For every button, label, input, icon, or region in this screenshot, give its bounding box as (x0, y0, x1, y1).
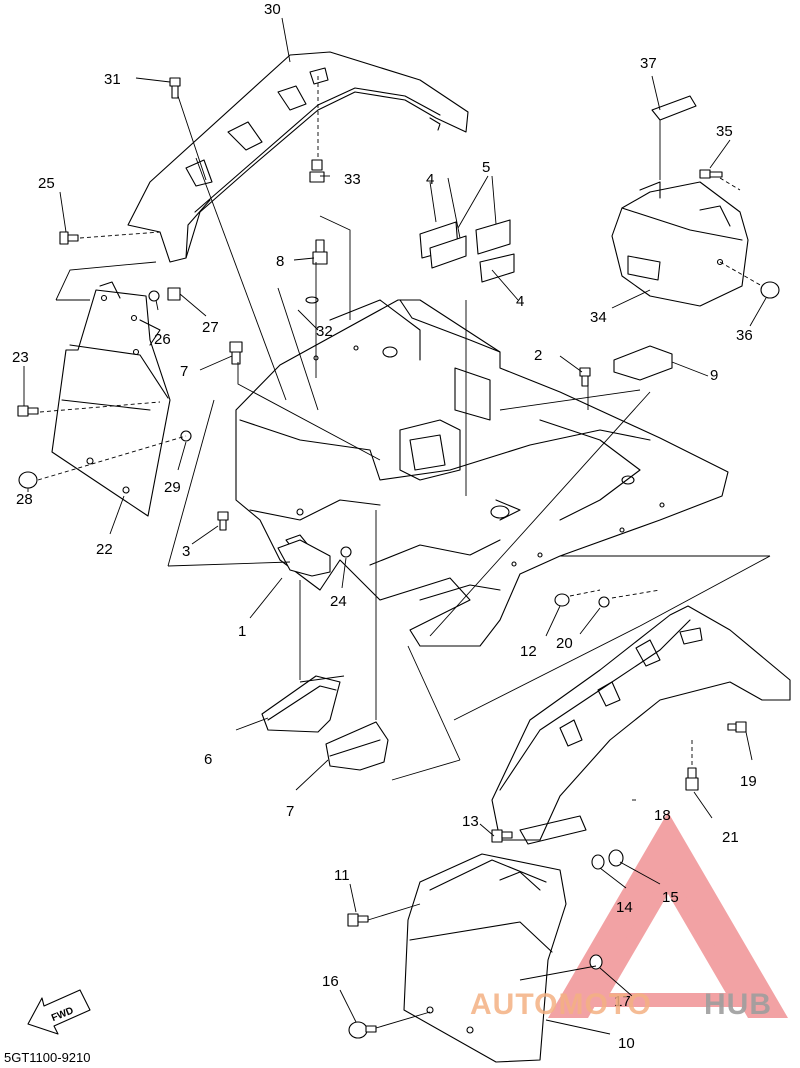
watermark-text-automoto: AUTOMOTO (470, 988, 652, 1021)
callout-11: 10 (618, 1035, 635, 1052)
callout-9: 8 (276, 253, 284, 270)
callout-22: 21 (722, 829, 739, 846)
callout-labels: 30 31 25 33 8 32 26 27 7 23 28 29 22 3 1… (12, 1, 757, 1052)
part-10-pad (613, 345, 673, 381)
callout-24: 23 (12, 349, 29, 366)
callout-25: 24 (330, 593, 347, 610)
watermark-logo (548, 812, 788, 1018)
callout-15: 14 (616, 899, 633, 916)
part-21-washer (598, 596, 610, 608)
part-2-bolt (579, 367, 591, 387)
callout-34: 33 (344, 171, 361, 188)
leader-lines (23, 17, 771, 1035)
watermark-text-hub: HUB (704, 988, 772, 1021)
part-17-bolt (348, 1021, 377, 1039)
part-37-nut (760, 281, 780, 299)
part-32-bolt (169, 77, 181, 99)
callout-36: 35 (716, 123, 733, 140)
callout-3: 3 (182, 543, 190, 560)
part-35-tool-box (611, 181, 749, 307)
callout-4a: 4 (426, 171, 434, 188)
callout-21: 20 (556, 635, 573, 652)
callout-17: 16 (322, 973, 339, 990)
callout-30: 29 (164, 479, 181, 496)
part-6-guard (261, 675, 341, 733)
part-26-bolt (59, 231, 79, 245)
part-13-washer (554, 593, 570, 607)
callout-18: 17 (614, 993, 631, 1010)
part-1-bracket (277, 539, 331, 577)
callout-32: 31 (104, 71, 121, 88)
callout-4b: 4 (516, 293, 524, 310)
callout-38: 37 (640, 55, 657, 72)
part-20-bolt (727, 721, 747, 733)
callout-29: 28 (16, 491, 33, 508)
part-9-nut (312, 239, 328, 265)
callout-2: 2 (534, 347, 542, 364)
part-14-bolt (491, 829, 513, 843)
callout-26: 25 (38, 175, 55, 192)
fasteners (17, 77, 780, 1039)
callout-10: 9 (710, 367, 718, 384)
callout-23: 22 (96, 541, 113, 558)
part-36-screw (699, 169, 723, 179)
part-38-latch (651, 95, 697, 121)
part-29-nut (18, 471, 38, 489)
part-12-bolt (347, 913, 369, 927)
part-19-rear-fender (491, 605, 791, 845)
watermark-triangle-outer (548, 812, 788, 1018)
watermark-text: AUTOMOTO HUB (470, 988, 772, 1021)
callout-19: 18 (654, 807, 671, 824)
diagram-code: 5GT1100-9210 (4, 1050, 91, 1065)
part-18-nut (589, 954, 603, 970)
part-16-nut (608, 849, 624, 867)
part-24-bolt (17, 405, 39, 417)
callout-8: 7 (180, 363, 188, 380)
part-8-bolt (229, 341, 243, 365)
watermark-triangle-inner (585, 866, 751, 1007)
callout-5: 5 (482, 159, 490, 176)
callout-31: 30 (264, 1, 281, 18)
callout-37: 36 (736, 327, 753, 344)
part-3-bolt (217, 511, 229, 531)
part-28-nut (167, 287, 181, 301)
part-33-clip (305, 296, 319, 304)
callout-27: 26 (154, 331, 171, 348)
part-25-washer (340, 546, 352, 558)
part-main-fender-body (235, 299, 729, 647)
callout-14: 13 (462, 813, 479, 830)
part-30-washer (180, 430, 192, 442)
callout-12: 11 (334, 867, 350, 884)
callout-35: 34 (590, 309, 607, 326)
callout-13: 12 (520, 643, 537, 660)
callout-1: 1 (238, 623, 246, 640)
part-23-side-panel (51, 281, 171, 517)
part-7-guard (325, 721, 389, 771)
part-4-5-labels (419, 219, 515, 283)
callout-16: 15 (662, 889, 679, 906)
part-15-washer (591, 854, 605, 870)
part-31-rear-fender-upper (127, 51, 469, 263)
part-34-nut (309, 159, 325, 183)
part-11-lower-panel (403, 853, 567, 1063)
callout-7: 7 (286, 803, 294, 820)
fwd-direction-arrow: FWD (27, 989, 91, 1035)
part-22-nut (685, 767, 699, 791)
callout-33: 32 (316, 323, 333, 340)
part-27-washer (148, 290, 160, 302)
callout-28: 27 (202, 319, 219, 336)
callout-20: 19 (740, 773, 757, 790)
callout-6: 6 (204, 751, 212, 768)
